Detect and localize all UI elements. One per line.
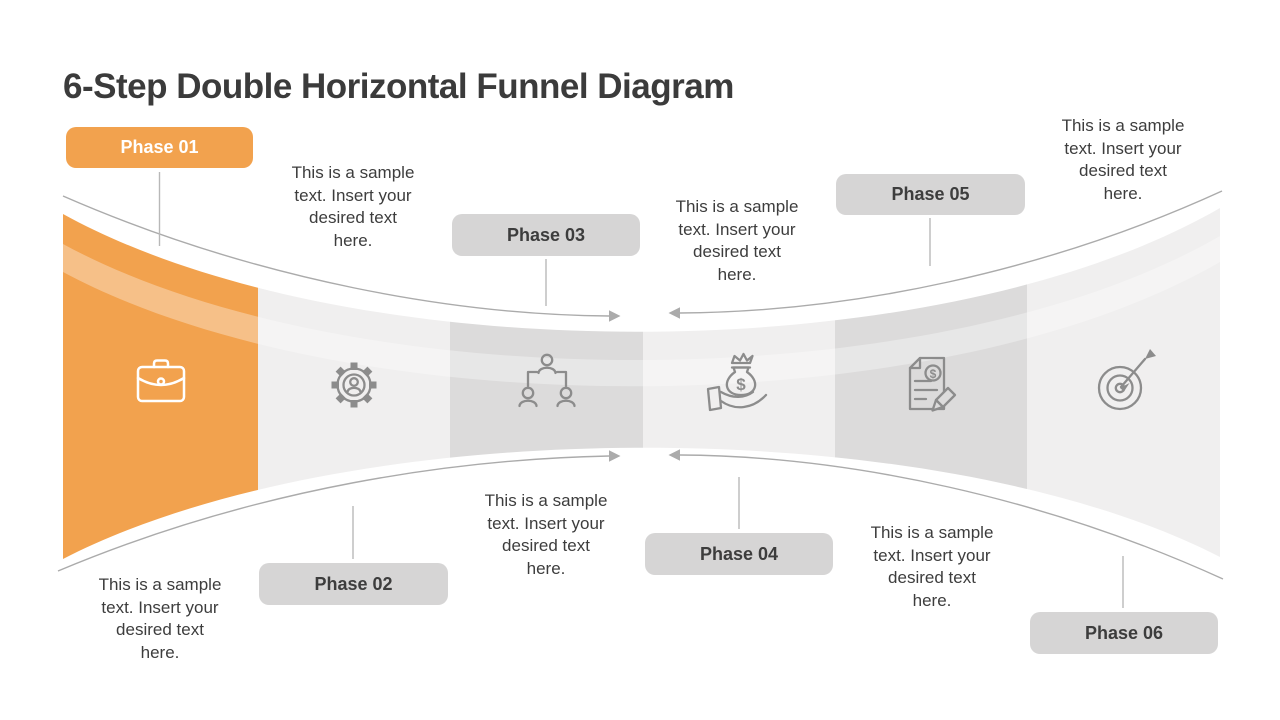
target-arrow-icon xyxy=(1097,349,1156,411)
briefcase-icon xyxy=(136,359,186,403)
slide-title: 6-Step Double Horizontal Funnel Diagram xyxy=(63,67,734,107)
phase-06-pill: Phase 06 xyxy=(1030,612,1218,654)
phase-02-description: This is a sample text. Insert your desir… xyxy=(98,575,222,662)
gear-user-icon xyxy=(331,362,377,408)
phase-01-description: This is a sample text. Insert your desir… xyxy=(291,163,415,250)
flow-arrow-top-right xyxy=(679,190,1223,314)
phase-01-pill: Phase 01 xyxy=(66,127,253,168)
phase-05-description: This is a sample text. Insert your desir… xyxy=(1061,116,1185,203)
money-bag-hand-icon: $ xyxy=(706,352,768,412)
phase-06-description: This is a sample text. Insert your desir… xyxy=(870,523,994,610)
svg-text:$: $ xyxy=(736,375,746,394)
phase-02-pill: Phase 02 xyxy=(259,563,448,605)
org-hierarchy-icon xyxy=(518,353,576,408)
flow-arrows xyxy=(57,190,1224,580)
flow-arrow-bottom-right xyxy=(679,454,1224,580)
arrowhead-left-icon xyxy=(668,307,680,319)
phase-03-description: This is a sample text. Insert your desir… xyxy=(675,197,799,284)
phase-04-pill: Phase 04 xyxy=(645,533,833,575)
pill-connectors xyxy=(158,172,1124,608)
flow-arrow-bottom-left xyxy=(57,455,610,572)
phase-05-pill: Phase 05 xyxy=(836,174,1025,215)
arrowhead-left-icon xyxy=(668,449,680,461)
funnel-highlight-band xyxy=(63,236,1220,387)
svg-text:$: $ xyxy=(930,367,937,381)
invoice-pencil-icon: $ xyxy=(908,356,957,412)
arrowhead-right-icon xyxy=(609,310,621,322)
phase-04-description: This is a sample text. Insert your desir… xyxy=(484,491,608,578)
flow-arrow-top-left xyxy=(62,195,610,317)
arrowhead-right-icon xyxy=(609,450,621,462)
phase-03-pill: Phase 03 xyxy=(452,214,640,256)
